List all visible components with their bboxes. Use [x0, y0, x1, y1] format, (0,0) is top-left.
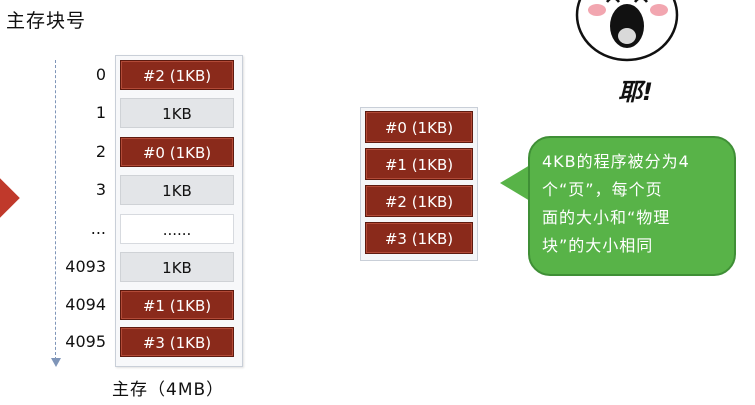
row-label: 3	[95, 180, 106, 199]
memory-block-cell: #2 (1KB)	[120, 60, 234, 90]
bubble-line: 个“页”，每个页	[542, 180, 663, 199]
axis-arrow-icon	[51, 358, 61, 367]
speech-bubble-tail	[500, 165, 530, 201]
memory-block-number-heading: 主存块号	[6, 10, 87, 32]
row-label: ...	[90, 219, 106, 238]
memory-block-cell: 1KB	[120, 98, 234, 128]
main-memory-caption: 主存（4MB）	[112, 380, 225, 400]
cheering-face-icon	[575, 0, 679, 62]
bubble-line: 面的大小和“物理	[542, 208, 671, 227]
face-exclamation-label: 耶!	[618, 78, 653, 106]
memory-block-cell: #1 (1KB)	[120, 290, 234, 320]
row-label: 4094	[65, 295, 106, 314]
speech-bubble-text: 4KB的程序被分为4 个“页”，每个页 面的大小和“物理 块”的大小相同	[542, 148, 728, 260]
row-label: 4095	[65, 332, 106, 351]
memory-block-cell: 1KB	[120, 175, 234, 205]
row-label: 0	[95, 65, 106, 84]
axis-line	[55, 60, 56, 360]
memory-block-cell: #3 (1KB)	[120, 327, 234, 357]
row-label: 2	[95, 142, 106, 161]
row-label: 4093	[65, 257, 106, 276]
row-label: 1	[95, 103, 106, 122]
bubble-line: 块”的大小相同	[542, 236, 654, 255]
left-arrow-icon	[0, 178, 20, 218]
memory-block-cell: 1KB	[120, 252, 234, 282]
memory-block-cell: #0 (1KB)	[120, 137, 234, 167]
program-page: #0 (1KB)	[365, 111, 473, 143]
program-page: #3 (1KB)	[365, 222, 473, 254]
memory-block-cell: ......	[120, 214, 234, 244]
program-page: #1 (1KB)	[365, 148, 473, 180]
program-page: #2 (1KB)	[365, 185, 473, 217]
speech-bubble	[528, 136, 736, 276]
bubble-line: 4KB的程序被分为4	[542, 152, 690, 171]
